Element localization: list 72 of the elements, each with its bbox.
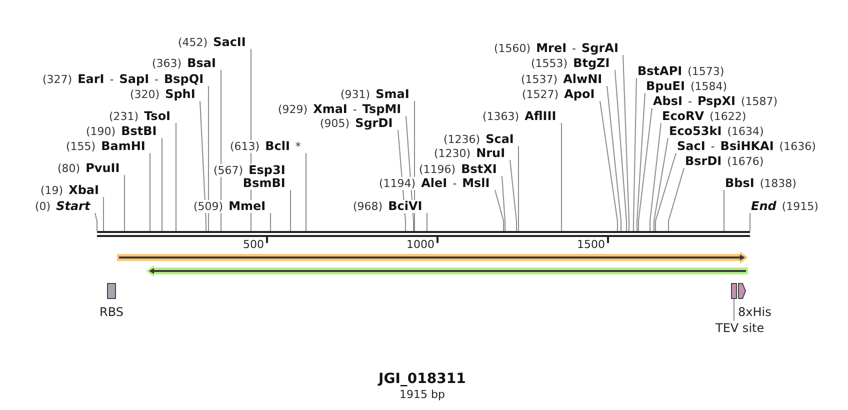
enzyme-site-label: (320) SphI — [130, 88, 196, 101]
enzyme-site-label: EcoRV (1622) — [662, 110, 746, 123]
enzyme-site-label: (567) Esp3I — [214, 164, 286, 177]
enzyme-site-label: (968) BciVI — [353, 200, 422, 213]
enzyme-site-label: (190) BstBI — [86, 125, 157, 138]
leader-line — [633, 78, 637, 232]
sequence-backbone — [97, 231, 750, 237]
leader-line — [494, 190, 504, 232]
enzyme-site-label: (231) TsoI — [109, 110, 171, 123]
scale-number: 1500 — [577, 238, 605, 250]
enzyme-site-label: (1363) AflIII — [482, 110, 556, 123]
enzyme-site-label: SacI - BsiHKAI (1636) — [677, 140, 816, 153]
enzyme-site-label: (1537) AlwNI — [521, 73, 602, 86]
scale-number: 500 — [243, 238, 264, 250]
enzyme-site-label: (1560) MreI - SgrAI — [494, 42, 618, 55]
enzyme-site-label: (509) MmeI — [194, 200, 266, 213]
enzyme-site-label: (155) BamHI — [66, 140, 146, 153]
directional-feature — [146, 265, 748, 277]
leader-line — [502, 176, 506, 232]
leader-line — [290, 190, 291, 232]
enzyme-site-label: BbsI (1838) — [725, 177, 796, 190]
scale-number: 1000 — [406, 238, 434, 250]
leader-line — [668, 168, 684, 232]
enzyme-site-label: (1236) ScaI — [444, 133, 514, 146]
leader-line — [270, 212, 271, 232]
enzyme-site-label: (80) PvuII — [58, 162, 120, 175]
enzyme-site-label: (363) BsaI — [152, 57, 216, 70]
leader-line — [208, 86, 209, 232]
enzyme-site-label: (905) SgrDI — [320, 117, 393, 130]
leader-line — [426, 212, 428, 232]
leader-line — [638, 108, 652, 232]
leader-line — [94, 212, 98, 232]
leader-line — [655, 152, 676, 232]
enzyme-site-label: BpuEI (1584) — [646, 80, 728, 93]
map-title: JGI_018311 — [378, 370, 466, 388]
leader-line — [600, 100, 618, 232]
enzyme-site-label: (327) EarI - SapI - BspQI — [42, 73, 204, 86]
leader-line — [622, 54, 630, 232]
enzyme-site-label: Eco53kI (1634) — [669, 125, 764, 138]
enzyme-site-label: (929) XmaI - TspMI — [278, 103, 402, 116]
enzyme-site-label: BstAPI (1573) — [638, 65, 724, 78]
enzyme-site-label: (1194) AleI - MslI — [379, 177, 490, 190]
enzyme-site-label: (0) Start — [35, 200, 90, 213]
leader-line — [518, 146, 519, 232]
enzyme-site-label: (1527) ApoI — [522, 88, 595, 101]
leader-line — [561, 122, 562, 232]
feature-box — [731, 283, 737, 299]
leader-line — [124, 174, 125, 232]
enzyme-site-label: (613) BclI* — [230, 140, 301, 153]
enzyme-site-label: (19) XbaI — [40, 184, 99, 197]
enzyme-site-label: AbsI - PspXI (1587) — [653, 95, 778, 108]
enzyme-site-label: BsrDI (1676) — [685, 155, 764, 168]
feature-label: 8xHis — [738, 305, 772, 319]
leader-line — [606, 86, 622, 232]
enzyme-site-label: (931) SmaI — [340, 88, 410, 101]
feature-label: TEV site — [716, 321, 764, 335]
leader-line — [650, 122, 662, 232]
enzyme-site-label: (1230) NruI — [434, 147, 506, 160]
enzyme-site-label: BsmBI — [242, 177, 286, 190]
leader-line — [200, 100, 206, 232]
feature-label: RBS — [100, 305, 124, 319]
enzyme-site-label: (452) SacII — [178, 36, 246, 49]
directional-feature — [117, 252, 748, 264]
sequence-length: 1915 bp — [400, 388, 445, 400]
leader-line — [636, 92, 646, 232]
enzyme-site-label: (1553) BtgZI — [531, 57, 610, 70]
leader-line — [510, 160, 517, 232]
enzyme-site-label: (1196) BstXI — [419, 163, 497, 176]
leader-line — [654, 138, 668, 232]
leader-line — [614, 70, 627, 232]
enzyme-site-label: End (1915) — [751, 200, 818, 213]
leader-line — [103, 196, 104, 232]
